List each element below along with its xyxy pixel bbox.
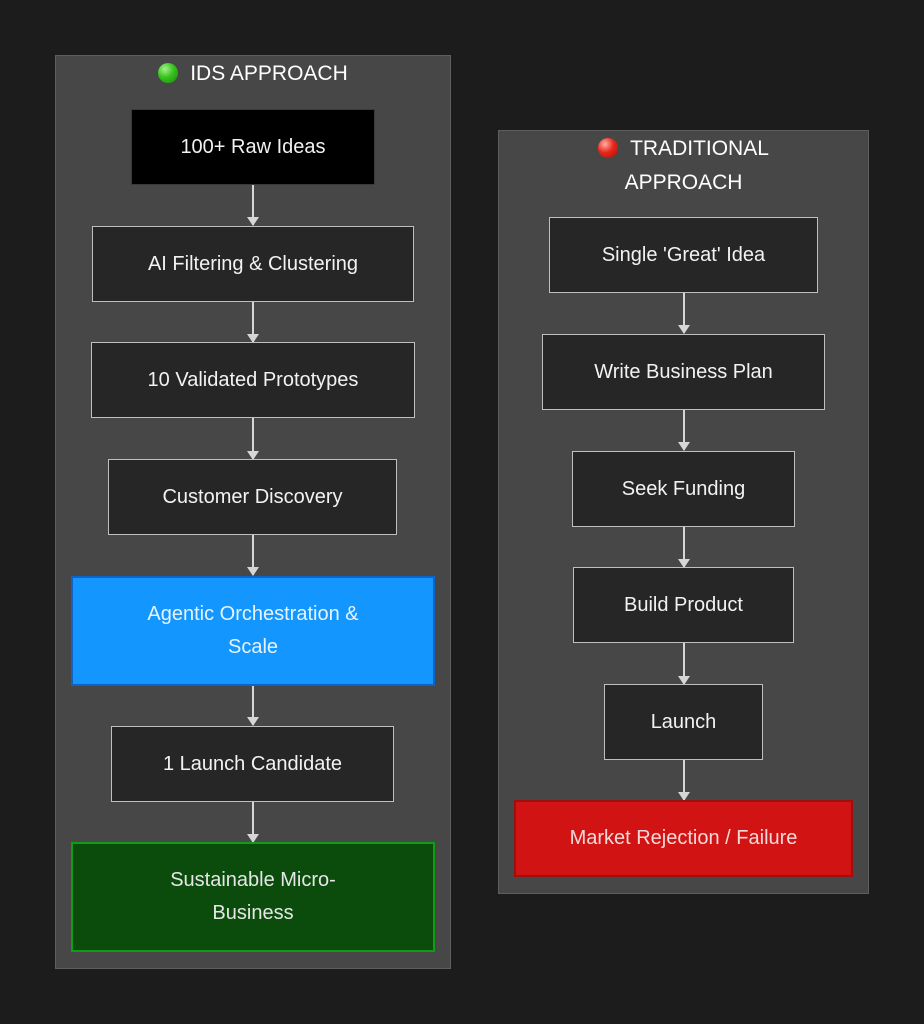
arrow-ids-4 <box>247 535 259 576</box>
arrow-trad-4 <box>678 643 690 685</box>
node-sustainable-business[interactable]: Sustainable Micro-Business <box>71 842 435 952</box>
node-business-plan[interactable]: Write Business Plan <box>542 334 825 410</box>
node-ai-filtering[interactable]: AI Filtering & Clustering <box>92 226 414 302</box>
red-circle-icon <box>598 138 619 158</box>
node-agentic-orchestration[interactable]: Agentic Orchestration & Scale <box>71 576 435 686</box>
arrow-trad-2 <box>678 410 690 451</box>
arrow-ids-3 <box>247 418 259 460</box>
arrow-trad-3 <box>678 527 690 568</box>
node-validated-prototypes[interactable]: 10 Validated Prototypes <box>91 342 415 418</box>
node-raw-ideas[interactable]: 100+ Raw Ideas <box>131 109 375 185</box>
arrow-trad-1 <box>678 293 690 334</box>
traditional-approach-title-text: TRADITIONAL APPROACH <box>624 137 769 194</box>
arrow-ids-2 <box>247 302 259 343</box>
node-market-rejection[interactable]: Market Rejection / Failure <box>514 800 853 877</box>
node-build-product[interactable]: Build Product <box>573 567 794 643</box>
arrow-ids-6 <box>247 802 259 843</box>
green-circle-icon <box>158 63 179 83</box>
node-launch-candidate[interactable]: 1 Launch Candidate <box>111 726 394 802</box>
arrow-ids-1 <box>247 185 259 226</box>
traditional-approach-title: TRADITIONAL APPROACH <box>499 132 868 200</box>
node-customer-discovery[interactable]: Customer Discovery <box>108 459 397 535</box>
node-single-idea[interactable]: Single 'Great' Idea <box>549 217 818 293</box>
ids-approach-title: IDS APPROACH <box>56 57 450 91</box>
node-seek-funding[interactable]: Seek Funding <box>572 451 795 527</box>
arrow-ids-5 <box>247 686 259 726</box>
arrow-trad-5 <box>678 760 690 801</box>
ids-approach-title-text: IDS APPROACH <box>190 62 348 85</box>
node-launch[interactable]: Launch <box>604 684 763 760</box>
